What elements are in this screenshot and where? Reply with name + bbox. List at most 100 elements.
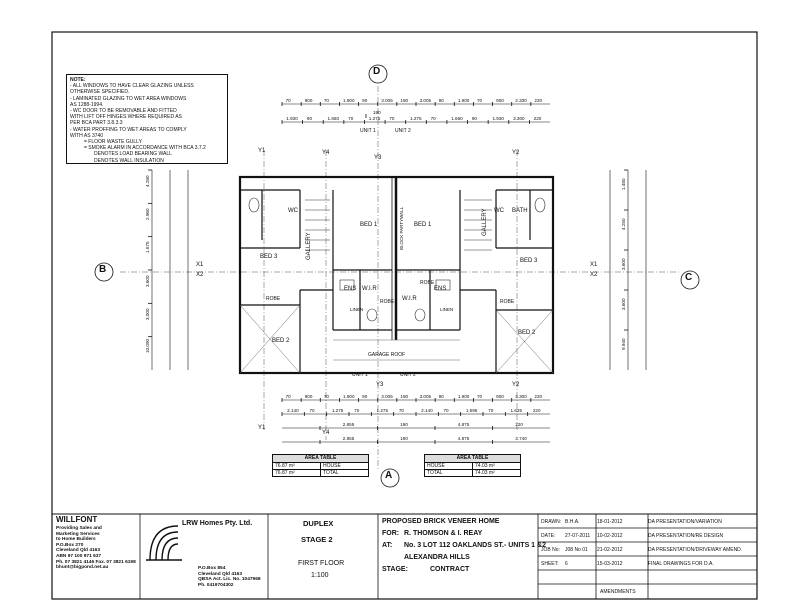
dimension-label: 900 [496, 394, 504, 399]
at-value: No. 3 LOT 112 OAKLANDS ST.- UNITS 1 &2 [404, 542, 546, 549]
revision-date: 21-02-2012 [597, 547, 623, 553]
room-label: ROBE [500, 299, 515, 305]
grid-label-left: B [99, 264, 107, 275]
room-label: BED 1 [414, 222, 432, 228]
note-line: PER BCA PART 3.8.3.3 [70, 120, 123, 127]
builder-name: LRW Homes Pty. Ltd. [182, 520, 253, 527]
company-line: Marketing Services [56, 531, 100, 537]
dimension-label: 90 [438, 394, 444, 399]
dimension-label: 1.660 [451, 116, 463, 121]
revision-desc: DA PRESENTATION/VARIATION [648, 519, 722, 525]
drawing-type: DUPLEX [303, 519, 334, 528]
room-label: GALLERY [482, 208, 488, 236]
company-line: ABN 97 100 971 637 [56, 553, 102, 559]
dimension-label: 3.005 [381, 394, 393, 399]
dimension-label: 9.940 [621, 338, 626, 351]
dimension-label: 4.250 [621, 218, 626, 231]
dimension-label: 1.900 [457, 98, 470, 103]
marker-y3-bottom: Y3 [376, 382, 384, 388]
dimension-label: 70 [285, 98, 291, 103]
dimension-label: 3.000 [145, 308, 150, 321]
room-label: ENS [434, 286, 447, 292]
area-table-title: AREA TABLE [273, 455, 368, 463]
legend-line: = SMOKE ALARM IN ACCORDANCE WITH BCA 3.7… [84, 145, 206, 152]
note-line: - WC DOOR TO BE REMOVABLE AND FITTED [70, 108, 177, 115]
room-label: ROBE [380, 299, 395, 305]
legend-line: = FLOOR WASTE GULLY [84, 139, 142, 146]
dimension-label: 1.900 [457, 394, 470, 399]
dimension-label: 190 [400, 422, 408, 427]
note-line: NOTE: [70, 77, 86, 83]
dimension-label: 10.090 [145, 339, 150, 354]
dimension-label: 900 [496, 98, 504, 103]
dimension-label: 1.275 [410, 116, 422, 121]
dimension-label: 70 [348, 116, 354, 121]
dimension-label: 190 [400, 394, 409, 399]
marker-x1-right: X1 [590, 262, 598, 268]
room-label: WC [494, 208, 504, 214]
dimension-label: 70 [477, 394, 483, 399]
for-label: FOR: [382, 530, 400, 537]
dimension-label: 2.140 [287, 408, 299, 413]
unit-1-label-bottom: UNIT 1 [352, 372, 368, 378]
room-label: LINEN [350, 307, 364, 312]
dimension-label: 70 [443, 408, 449, 413]
room-label: W.I.R [362, 286, 377, 292]
legend-line: DENOTES WALL INSULATION [94, 157, 164, 164]
dimension-label: 3.005 [419, 394, 432, 399]
builder-line: QBSA Act. Lic. No. 1047968 [198, 577, 261, 583]
dimension-label: 1.900 [343, 394, 355, 399]
dimension-label: 3.300 [513, 116, 525, 121]
project-title: PROPOSED BRICK VENEER HOME [382, 518, 500, 525]
dimension-label: 70 [488, 408, 494, 413]
dimension-label: 70 [430, 116, 436, 121]
dimension-label: 1.275 [331, 408, 344, 413]
company-line: to Home Builders [56, 537, 96, 543]
drawn-value: B.H.A. [565, 519, 580, 525]
revision-date: 10-02-2012 [597, 533, 623, 539]
dimension-label: 1.595 [465, 408, 478, 413]
note-line: - WATER PROFFING TO WET AREAS TO COMPLY [70, 126, 187, 133]
company-line: Ph. 07 3821 4146 Fax. 07 3821 6198 [56, 559, 136, 565]
dimension-label: 4.280 [145, 175, 150, 187]
revision-desc: DA PRESENTATION/RE DESIGN [648, 533, 724, 539]
note-line: - ALL WINDOWS TO HAVE CLEAR GLAZING UNLE… [70, 83, 194, 90]
sheet-value: 6 [565, 561, 568, 567]
dimension-label: 1.930 [492, 116, 504, 121]
legend-line: DENOTES LOAD BEARING WALL [94, 151, 172, 158]
jobno-value: J08 No 01 [565, 547, 588, 553]
marker-y1-bottom: Y1 [258, 425, 266, 431]
unit-1-label: UNIT 1 [360, 128, 376, 134]
dimension-label: 3.005 [381, 98, 393, 103]
company-line: P.O.Box 270 [56, 542, 84, 548]
dimension-label: 1.275 [368, 116, 381, 121]
dimension-label: 2.855 [342, 422, 355, 427]
company-line: Cleveland Qld 4163 [56, 548, 100, 554]
drawing-stage: STAGE 2 [301, 535, 333, 544]
area-label: TOTAL [323, 470, 339, 476]
marker-y4-bottom: Y4 [322, 430, 330, 436]
company-details: Providing Sales and Marketing Services t… [56, 526, 136, 571]
dimension-label: 70 [398, 408, 404, 413]
dimension-label: 3.600 [621, 298, 626, 311]
builder-line: Ph. 0419704302 [198, 582, 234, 588]
note-line: OTHERWISE SPECIFIED. [70, 89, 130, 96]
area-value: 74.03 m² [475, 463, 495, 469]
date-value: 27-07-2011 [565, 533, 591, 539]
dimension-label: 220 [533, 116, 542, 121]
dimension-label: 2.330 [515, 98, 527, 103]
dimension-label: 2.855 [342, 436, 355, 441]
dimension-label: 70 [354, 408, 360, 413]
dimension-label: 220 [534, 394, 543, 399]
marker-y2: Y2 [512, 150, 520, 156]
dimension-label: 1.660 [327, 116, 340, 121]
dimension-label: 220 [534, 98, 543, 103]
dimension-label: 1.900 [343, 98, 355, 103]
amendments-label: AMENDMENTS [600, 589, 636, 595]
grid-label-bottom: A [385, 470, 393, 481]
revision-date: 15-03-2012 [597, 561, 623, 567]
dimension-label: 70 [323, 394, 329, 399]
builder-line: P.O.Box 854 [198, 566, 226, 571]
grid-label-top: D [373, 66, 381, 77]
